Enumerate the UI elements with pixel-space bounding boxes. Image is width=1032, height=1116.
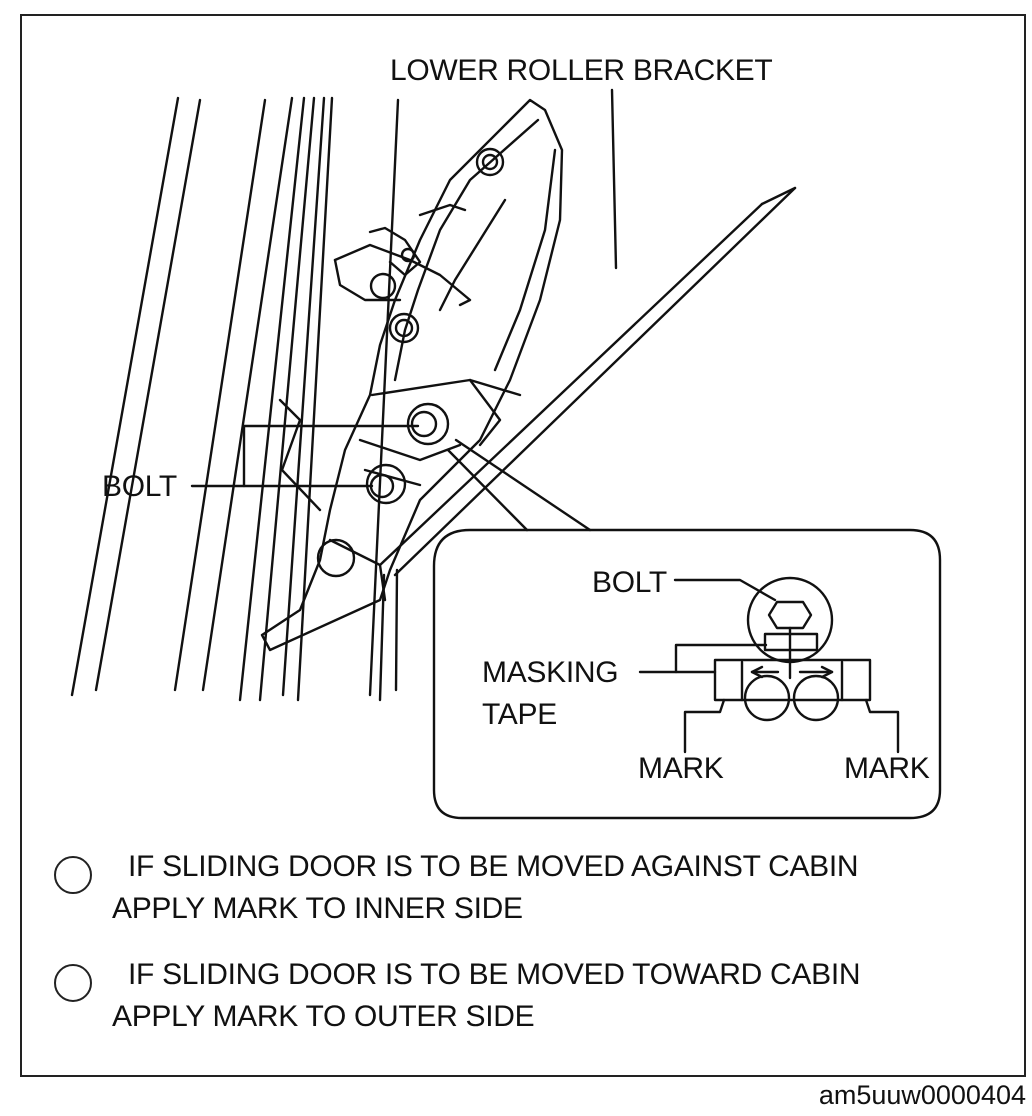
note-circle-icon — [54, 856, 92, 894]
detail-leaders — [638, 578, 900, 754]
latch-lever — [333, 203, 472, 307]
note-line-2: APPLY MARK TO OUTER SIDE — [112, 1000, 535, 1033]
note-toward-cabin: IF SLIDING DOOR IS TO BE MOVED TOWARD CA… — [54, 958, 984, 1038]
note-circle-icon — [54, 964, 92, 1002]
detail-bolt — [746, 576, 834, 680]
note-line-2: APPLY MARK TO INNER SIDE — [112, 892, 523, 925]
masking-tape-label-line1: MASKING — [482, 656, 619, 689]
figure-id: am5uuw0000404 — [818, 1080, 1026, 1110]
detail-inset-box — [432, 528, 942, 820]
note-line-1: IF SLIDING DOOR IS TO BE MOVED AGAINST C… — [128, 850, 859, 883]
bolt-label: BOLT — [102, 470, 177, 503]
bracket-body — [260, 98, 564, 652]
mark-left-label: MARK — [638, 752, 724, 785]
lower-roller-bracket-label: LOWER ROLLER BRACKET — [390, 54, 773, 87]
mark-right-label: MARK — [844, 752, 930, 785]
roller-arm — [378, 186, 797, 577]
lower-roller-bracket-leader — [610, 88, 618, 270]
bolt-holes — [316, 147, 505, 578]
masking-tape-label-line2: TAPE — [482, 698, 557, 731]
detail-connector — [446, 438, 592, 532]
note-against-cabin: IF SLIDING DOOR IS TO BE MOVED AGAINST C… — [54, 850, 984, 930]
door-panel-lines — [70, 96, 400, 702]
note-line-1: IF SLIDING DOOR IS TO BE MOVED TOWARD CA… — [128, 958, 861, 991]
figure-frame — [20, 14, 1026, 1077]
detail-bolt-label: BOLT — [592, 566, 667, 599]
detail-tape — [713, 658, 872, 722]
bolt-leader — [190, 424, 420, 488]
